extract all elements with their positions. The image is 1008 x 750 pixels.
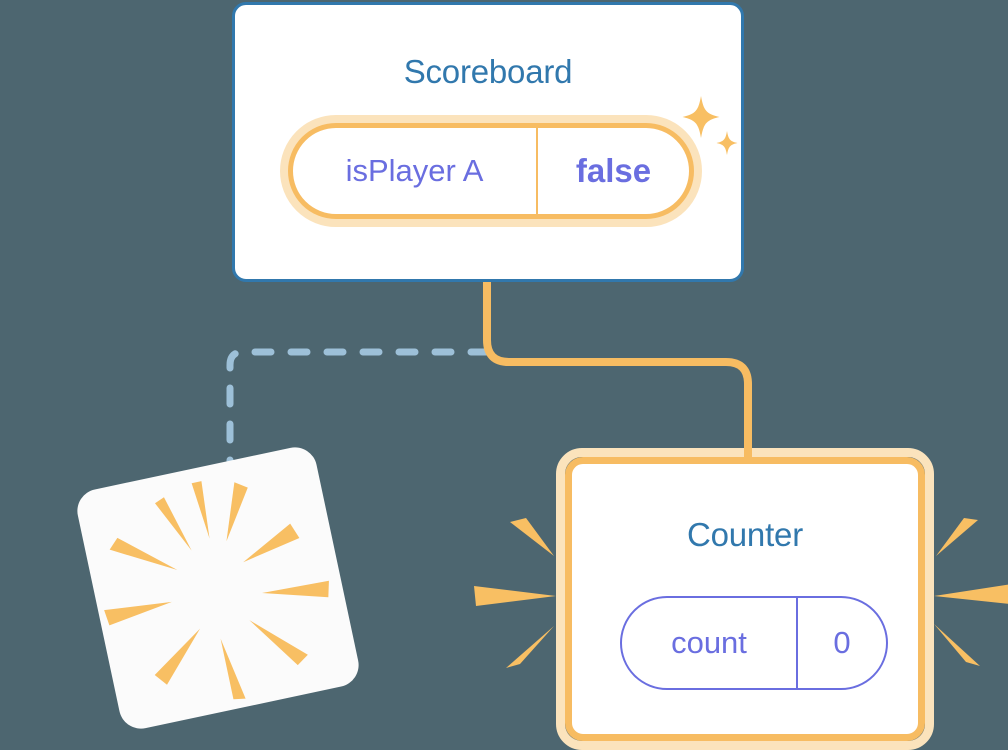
scoreboard-state-key: isPlayer A <box>293 128 538 214</box>
counter-card[interactable]: Counter count 0 <box>556 448 934 750</box>
scoreboard-state-pill[interactable]: isPlayer A false <box>288 123 694 219</box>
flash-card[interactable] <box>73 443 363 733</box>
counter-card-body: Counter count 0 <box>565 457 925 741</box>
burst-ray <box>220 638 246 700</box>
burst-ray <box>154 628 201 685</box>
burst-ray <box>109 537 178 571</box>
burst-ray <box>226 482 248 542</box>
burst-ray <box>934 584 1008 604</box>
burst-ray <box>261 580 329 598</box>
sparkle-small-icon <box>716 131 738 155</box>
scoreboard-title: Scoreboard <box>403 53 573 90</box>
pill-halo <box>280 115 702 227</box>
counter-state-value: 0 <box>833 625 851 660</box>
counter-burst-left-icon <box>474 518 556 668</box>
connector-scoreboard-to-counter <box>483 282 752 462</box>
sparkle-large-icon <box>682 96 720 138</box>
counter-state-pill[interactable]: count 0 <box>620 596 888 690</box>
burst-ray <box>934 624 980 666</box>
burst-ray <box>506 626 554 668</box>
scoreboard-state-value: false <box>575 152 652 189</box>
scoreboard-state-pill-highlight: isPlayer A false <box>280 115 702 227</box>
sparkles-group <box>682 96 738 155</box>
burst-ray <box>474 586 556 606</box>
burst-ray <box>249 620 308 666</box>
burst-ray <box>104 601 172 626</box>
burst-ray <box>936 518 978 556</box>
burst-ray <box>191 481 210 539</box>
counter-title: Counter <box>686 516 803 553</box>
flash-card-burst-icon <box>104 481 329 700</box>
burst-ray <box>510 518 554 556</box>
counter-state-key: count <box>622 598 798 688</box>
counter-burst-right-icon <box>934 518 1008 666</box>
burst-ray <box>243 523 300 563</box>
burst-ray <box>155 497 192 551</box>
scoreboard-card[interactable]: Scoreboard isPlayer A false <box>232 2 744 282</box>
